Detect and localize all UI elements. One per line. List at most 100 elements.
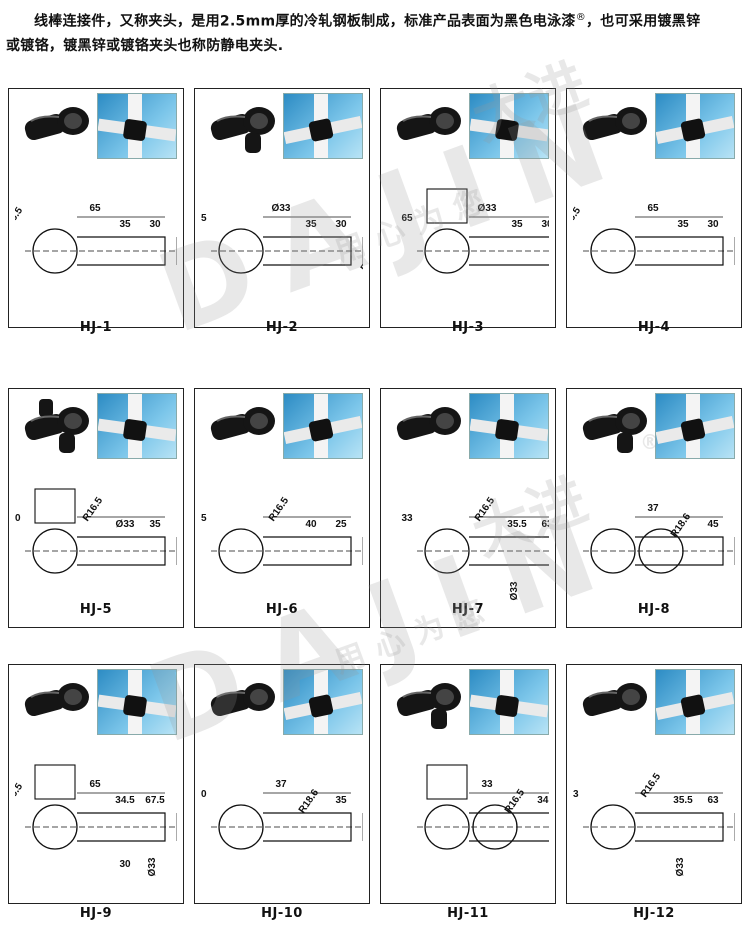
application-photo-frame [469, 669, 549, 735]
application-photo-frame [655, 393, 735, 459]
product-card-hj-12: R16.535.5633330Ø33 [566, 664, 742, 904]
dimension-label: 37 [275, 779, 287, 790]
pipe-circle [218, 228, 264, 274]
model-label: HJ-6 [265, 602, 299, 617]
connector-icon [396, 407, 461, 441]
top-view-outline [426, 764, 468, 800]
dimension-label: 30 [201, 789, 207, 800]
application-photo [470, 94, 548, 158]
pipe-circle [590, 528, 636, 574]
application-photo [98, 394, 176, 458]
connector-image [210, 107, 275, 153]
connector-icon [210, 107, 275, 153]
model-label: HJ-8 [637, 602, 671, 617]
dimension-label: 35 [335, 795, 347, 806]
dimension-label: R16.5 [473, 495, 498, 524]
model-label: HJ-7 [451, 602, 485, 617]
pipe-circle [32, 228, 78, 274]
dimension-label: Ø33 [478, 203, 497, 214]
dimension-label: 35.5 [507, 519, 527, 530]
dimension-label: 30 [707, 219, 719, 230]
connector-outline [263, 536, 352, 566]
connector-image [210, 683, 275, 717]
connector-icon [396, 683, 461, 729]
technical-drawing: R16.535.5633330Ø33 [401, 495, 549, 600]
dimension-label: 35 [119, 219, 131, 230]
pipe-circle-2 [472, 804, 518, 850]
dimension-label: 65 [401, 213, 413, 224]
dimension-label: 67.5 [145, 795, 165, 806]
intro-text: 线棒连接件，又称夹头，是用2.5mm厚的冷轧钢板制成，标准产品表面为黑色电泳漆®… [6, 6, 741, 58]
application-photo [656, 394, 734, 458]
model-label: HJ-5 [79, 602, 113, 617]
pipe-circle [590, 804, 636, 850]
dimension-label: 45 [707, 519, 719, 530]
model-label: HJ-12 [633, 906, 675, 921]
pipe-circle [424, 528, 470, 574]
pipe-circle [590, 228, 636, 274]
top-view-outline [34, 764, 76, 800]
dimension-label: R18.6 [297, 787, 322, 816]
dimension-label: 30 [335, 219, 347, 230]
connector-outline [77, 236, 166, 266]
dimension-label: 63 [541, 519, 549, 530]
connector-outline [263, 236, 352, 266]
product-card-hj-2: Ø33353065R16.5 [194, 88, 370, 328]
dimension-label: 33 [481, 779, 493, 790]
dimension-label: 35 [305, 219, 317, 230]
model-label: HJ-3 [451, 320, 485, 335]
dimension-label: 35.5 [673, 795, 693, 806]
connector-image [396, 407, 461, 441]
connector-outline [469, 536, 549, 566]
connector-outline [635, 812, 724, 842]
dimension-label: 65 [89, 203, 101, 214]
dimension-label: 25 [335, 519, 347, 530]
dimension-label: Ø33 [675, 857, 686, 876]
connector-image [396, 683, 461, 729]
dimension-label: 40 [305, 519, 317, 530]
top-view-outline [34, 488, 76, 524]
connector-image [582, 683, 647, 717]
dimension-label: R16.5 [15, 781, 25, 810]
application-photo [284, 94, 362, 158]
application-photo-frame [283, 93, 363, 159]
dimension-label: R16.5 [15, 205, 25, 234]
dimension-label: 30 [15, 513, 21, 524]
connector-image [582, 107, 647, 141]
dimension-label: R16.5 [359, 245, 363, 274]
dimension-label: 35 [201, 513, 207, 524]
dimension-label: R16.5 [267, 495, 292, 524]
connector-icon [396, 107, 461, 141]
application-photo-frame [469, 393, 549, 459]
dimension-label: 34.5 [537, 795, 549, 806]
connector-icon [24, 399, 89, 453]
dimension-label: R16.5 [573, 205, 583, 234]
intro-line-2: 或镀铬，镀黑锌或镀铬夹头也称防静电夹头. [6, 37, 284, 54]
registered-mark-icon: ® [575, 12, 586, 23]
model-label: HJ-10 [261, 906, 303, 921]
connector-outline [77, 536, 166, 566]
technical-drawing: R16.535.5633330Ø33 [573, 771, 735, 876]
dimension-label: Ø33 [272, 203, 291, 214]
product-card-hj-7: R16.535.5633330Ø33 [380, 388, 556, 628]
dimension-label: 30 [119, 859, 131, 870]
pipe-circle [424, 228, 470, 274]
model-label: HJ-9 [79, 906, 113, 921]
product-card-hj-6: R16.5 40 25 35 [194, 388, 370, 628]
pipe-circle [218, 528, 264, 574]
dimension-label: Ø33 [147, 857, 158, 876]
model-label: HJ-11 [447, 906, 489, 921]
connector-icon [210, 407, 275, 441]
connector-icon [582, 683, 647, 717]
application-photo [284, 394, 362, 458]
model-label: HJ-4 [637, 320, 671, 335]
product-card-hj-3: Ø33353065R16.5 [380, 88, 556, 328]
connector-image [24, 107, 89, 141]
